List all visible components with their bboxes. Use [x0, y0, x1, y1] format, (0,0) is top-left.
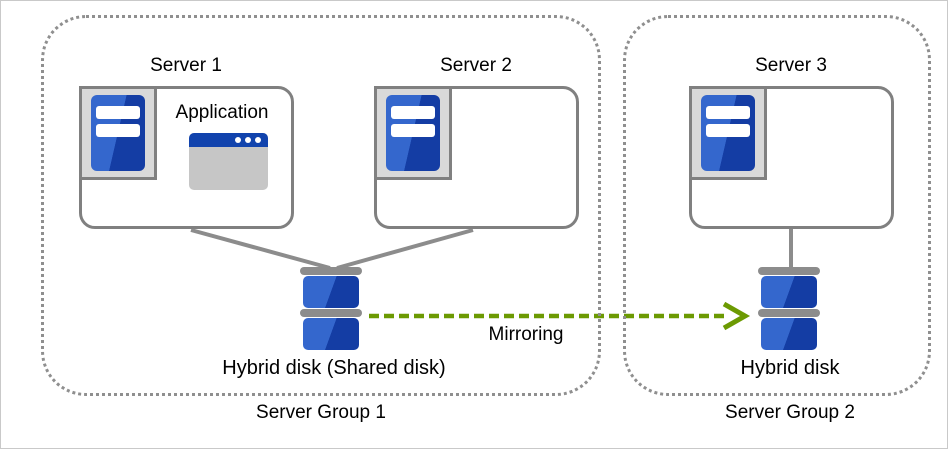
disk-stack-icon-shared: [300, 267, 362, 351]
mirroring-arrowhead: [722, 301, 751, 331]
server-tower-icon: [689, 86, 767, 180]
server-1-title: Server 1: [150, 55, 222, 76]
app-window-icon: [189, 133, 268, 190]
server-1-card: [79, 86, 294, 229]
server-tower-icon: [79, 86, 157, 180]
server-2-title: Server 2: [440, 55, 512, 76]
server-3-card: [689, 86, 894, 229]
server-3-title: Server 3: [755, 55, 827, 76]
server-group-2-label: Server Group 2: [725, 402, 855, 423]
mirroring-label: Mirroring: [488, 324, 564, 345]
disk-stack-icon-mirror: [758, 267, 820, 351]
connector-server2-to-shared-disk: [336, 228, 474, 270]
server-group-1-label: Server Group 1: [256, 402, 386, 423]
server-group-1-box: [41, 15, 601, 396]
connector-server1-to-shared-disk: [190, 228, 331, 270]
application-label: Application: [175, 102, 269, 123]
shared-disk-label: Hybrid disk (Shared disk): [222, 357, 446, 379]
mirror-disk-label: Hybrid disk: [740, 357, 840, 379]
server-2-card: [374, 86, 579, 229]
server-group-2-box: [623, 15, 931, 396]
server-tower-icon: [374, 86, 452, 180]
